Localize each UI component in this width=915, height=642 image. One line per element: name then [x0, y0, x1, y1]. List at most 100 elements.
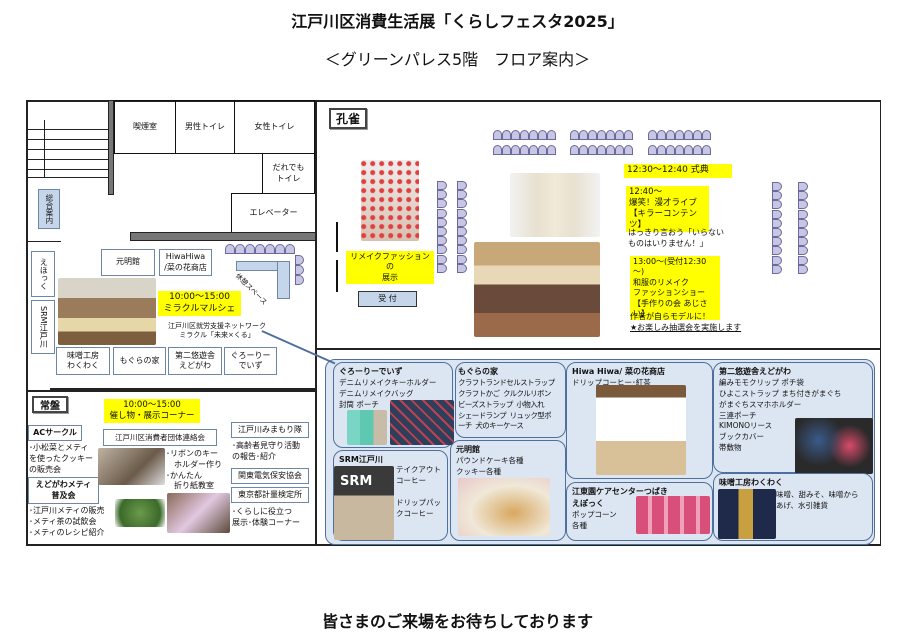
chair	[772, 255, 782, 265]
chair	[772, 228, 782, 237]
chair	[666, 145, 675, 155]
chair	[666, 130, 675, 140]
shop-items: ポップコーン 各種	[572, 509, 617, 530]
chair	[265, 244, 275, 254]
mimamori-tai: 江戸川みまもり隊	[231, 422, 309, 438]
shop-mogura: もぐらの家クラフトランドセルストラップ クラフトかご クルクルリボン ビーズスト…	[455, 362, 566, 438]
booth-daini: 第二悠遊舎 えどがわ	[168, 347, 222, 375]
chair	[457, 217, 467, 227]
chair	[684, 130, 693, 140]
booth-genmeikan: 元明館	[101, 249, 155, 276]
chair	[772, 191, 782, 201]
fashion-show-photo	[474, 242, 600, 337]
kanto-denki: 関東電気保安協会	[231, 468, 309, 484]
ac-circle: ACサークル	[28, 425, 82, 441]
shop-name: Hiwa Hiwa/ 菜の花商店	[572, 367, 665, 376]
chair	[437, 181, 447, 190]
chair	[798, 255, 808, 265]
chair	[437, 227, 447, 236]
workshop-photo	[167, 493, 230, 533]
chair	[597, 130, 606, 140]
remake-exhibit: リメイクファッションの 展示	[346, 251, 434, 285]
shop-items: 編みモモクリップ ポチ袋 ひよこストラップ まち付きがまぐち がまぐちスマホホル…	[719, 377, 842, 453]
chair	[437, 245, 447, 255]
srm-cafe-photo: SRM	[334, 466, 394, 540]
room-mens-toilet: 男性トイレ	[175, 100, 235, 154]
chair	[684, 145, 693, 155]
chair	[457, 254, 467, 264]
schedule-fashion-show: 13:00～(受付12:30～) 和服のリメイク ファッションショー 【手作りの…	[630, 256, 720, 321]
chair	[588, 130, 597, 140]
denim-photo	[347, 410, 387, 445]
chair	[457, 181, 467, 190]
chair	[570, 130, 579, 140]
chair	[520, 130, 529, 140]
chair	[772, 264, 782, 274]
wall	[50, 388, 316, 390]
chair	[538, 145, 547, 155]
chair	[675, 145, 684, 155]
chair	[615, 145, 624, 155]
chair	[675, 130, 684, 140]
chair	[798, 218, 808, 228]
shop-name: 江東園ケアセンターつばき えぽっく	[572, 487, 668, 508]
chair	[570, 145, 579, 155]
page-subtitle: ＜グリーンパレス5階 フロア案内＞	[324, 50, 591, 69]
booth-mogura: もぐらの家	[113, 347, 166, 375]
shop-items: ドリップコーヒー･紅茶	[572, 377, 651, 387]
shop-name: SRM江戸川	[339, 455, 383, 464]
room-womens-toilet: 女性トイレ	[234, 100, 315, 154]
chair	[502, 145, 511, 155]
kimono-goods-photo	[795, 418, 873, 474]
chair	[648, 130, 657, 140]
remake-shirt-photo	[361, 160, 419, 241]
marche-time: 10:00～15:00 ミラクルマルシェ	[158, 291, 241, 317]
chair	[648, 145, 657, 155]
marche-photo	[58, 278, 156, 345]
chair	[529, 130, 538, 140]
chair	[798, 191, 808, 201]
chair	[457, 208, 467, 218]
chair	[437, 236, 447, 246]
chair	[657, 130, 666, 140]
chair	[437, 208, 447, 218]
chair	[798, 182, 808, 191]
chair	[245, 244, 255, 254]
chair	[502, 130, 511, 140]
chair	[437, 263, 447, 273]
chair	[798, 246, 808, 256]
drip-coffee-photo	[596, 385, 686, 475]
chair	[772, 237, 782, 247]
chair	[597, 145, 606, 155]
chair	[798, 228, 808, 237]
chair	[255, 244, 265, 254]
chair	[225, 244, 235, 254]
chair	[529, 145, 538, 155]
chair	[295, 255, 304, 265]
wall	[130, 232, 316, 241]
chair	[457, 190, 467, 200]
room-label-kujaku: 孔雀	[329, 108, 367, 129]
info-desk: 総合案内	[38, 189, 60, 229]
denim-keyholder-photo	[390, 400, 454, 445]
stairs	[28, 120, 108, 178]
chair	[457, 263, 467, 273]
shop-name: 味噌工房わくわく	[719, 478, 783, 487]
chair	[493, 145, 502, 155]
chair	[457, 236, 467, 246]
chair	[285, 244, 295, 254]
chair	[511, 130, 520, 140]
tokiwa-time: 10:00～15:00 催し物・展示コーナー	[104, 399, 200, 424]
stairs-rail	[44, 120, 45, 178]
chair	[772, 218, 782, 228]
shop-name: 元明館	[456, 445, 480, 454]
lottery-link[interactable]: ★お楽しみ抽選会を実施します	[630, 323, 742, 332]
footer-message: 皆さまのご来場をお待ちしております	[321, 612, 594, 631]
chair	[798, 209, 808, 219]
booth-srm: SRM江戸川	[31, 300, 55, 354]
chair	[547, 145, 556, 155]
mety-photo	[115, 499, 165, 527]
keiryo-desc: ･くらしに役立つ 展示･体験コーナー	[232, 507, 300, 527]
chair	[295, 275, 304, 285]
chair	[798, 237, 808, 247]
